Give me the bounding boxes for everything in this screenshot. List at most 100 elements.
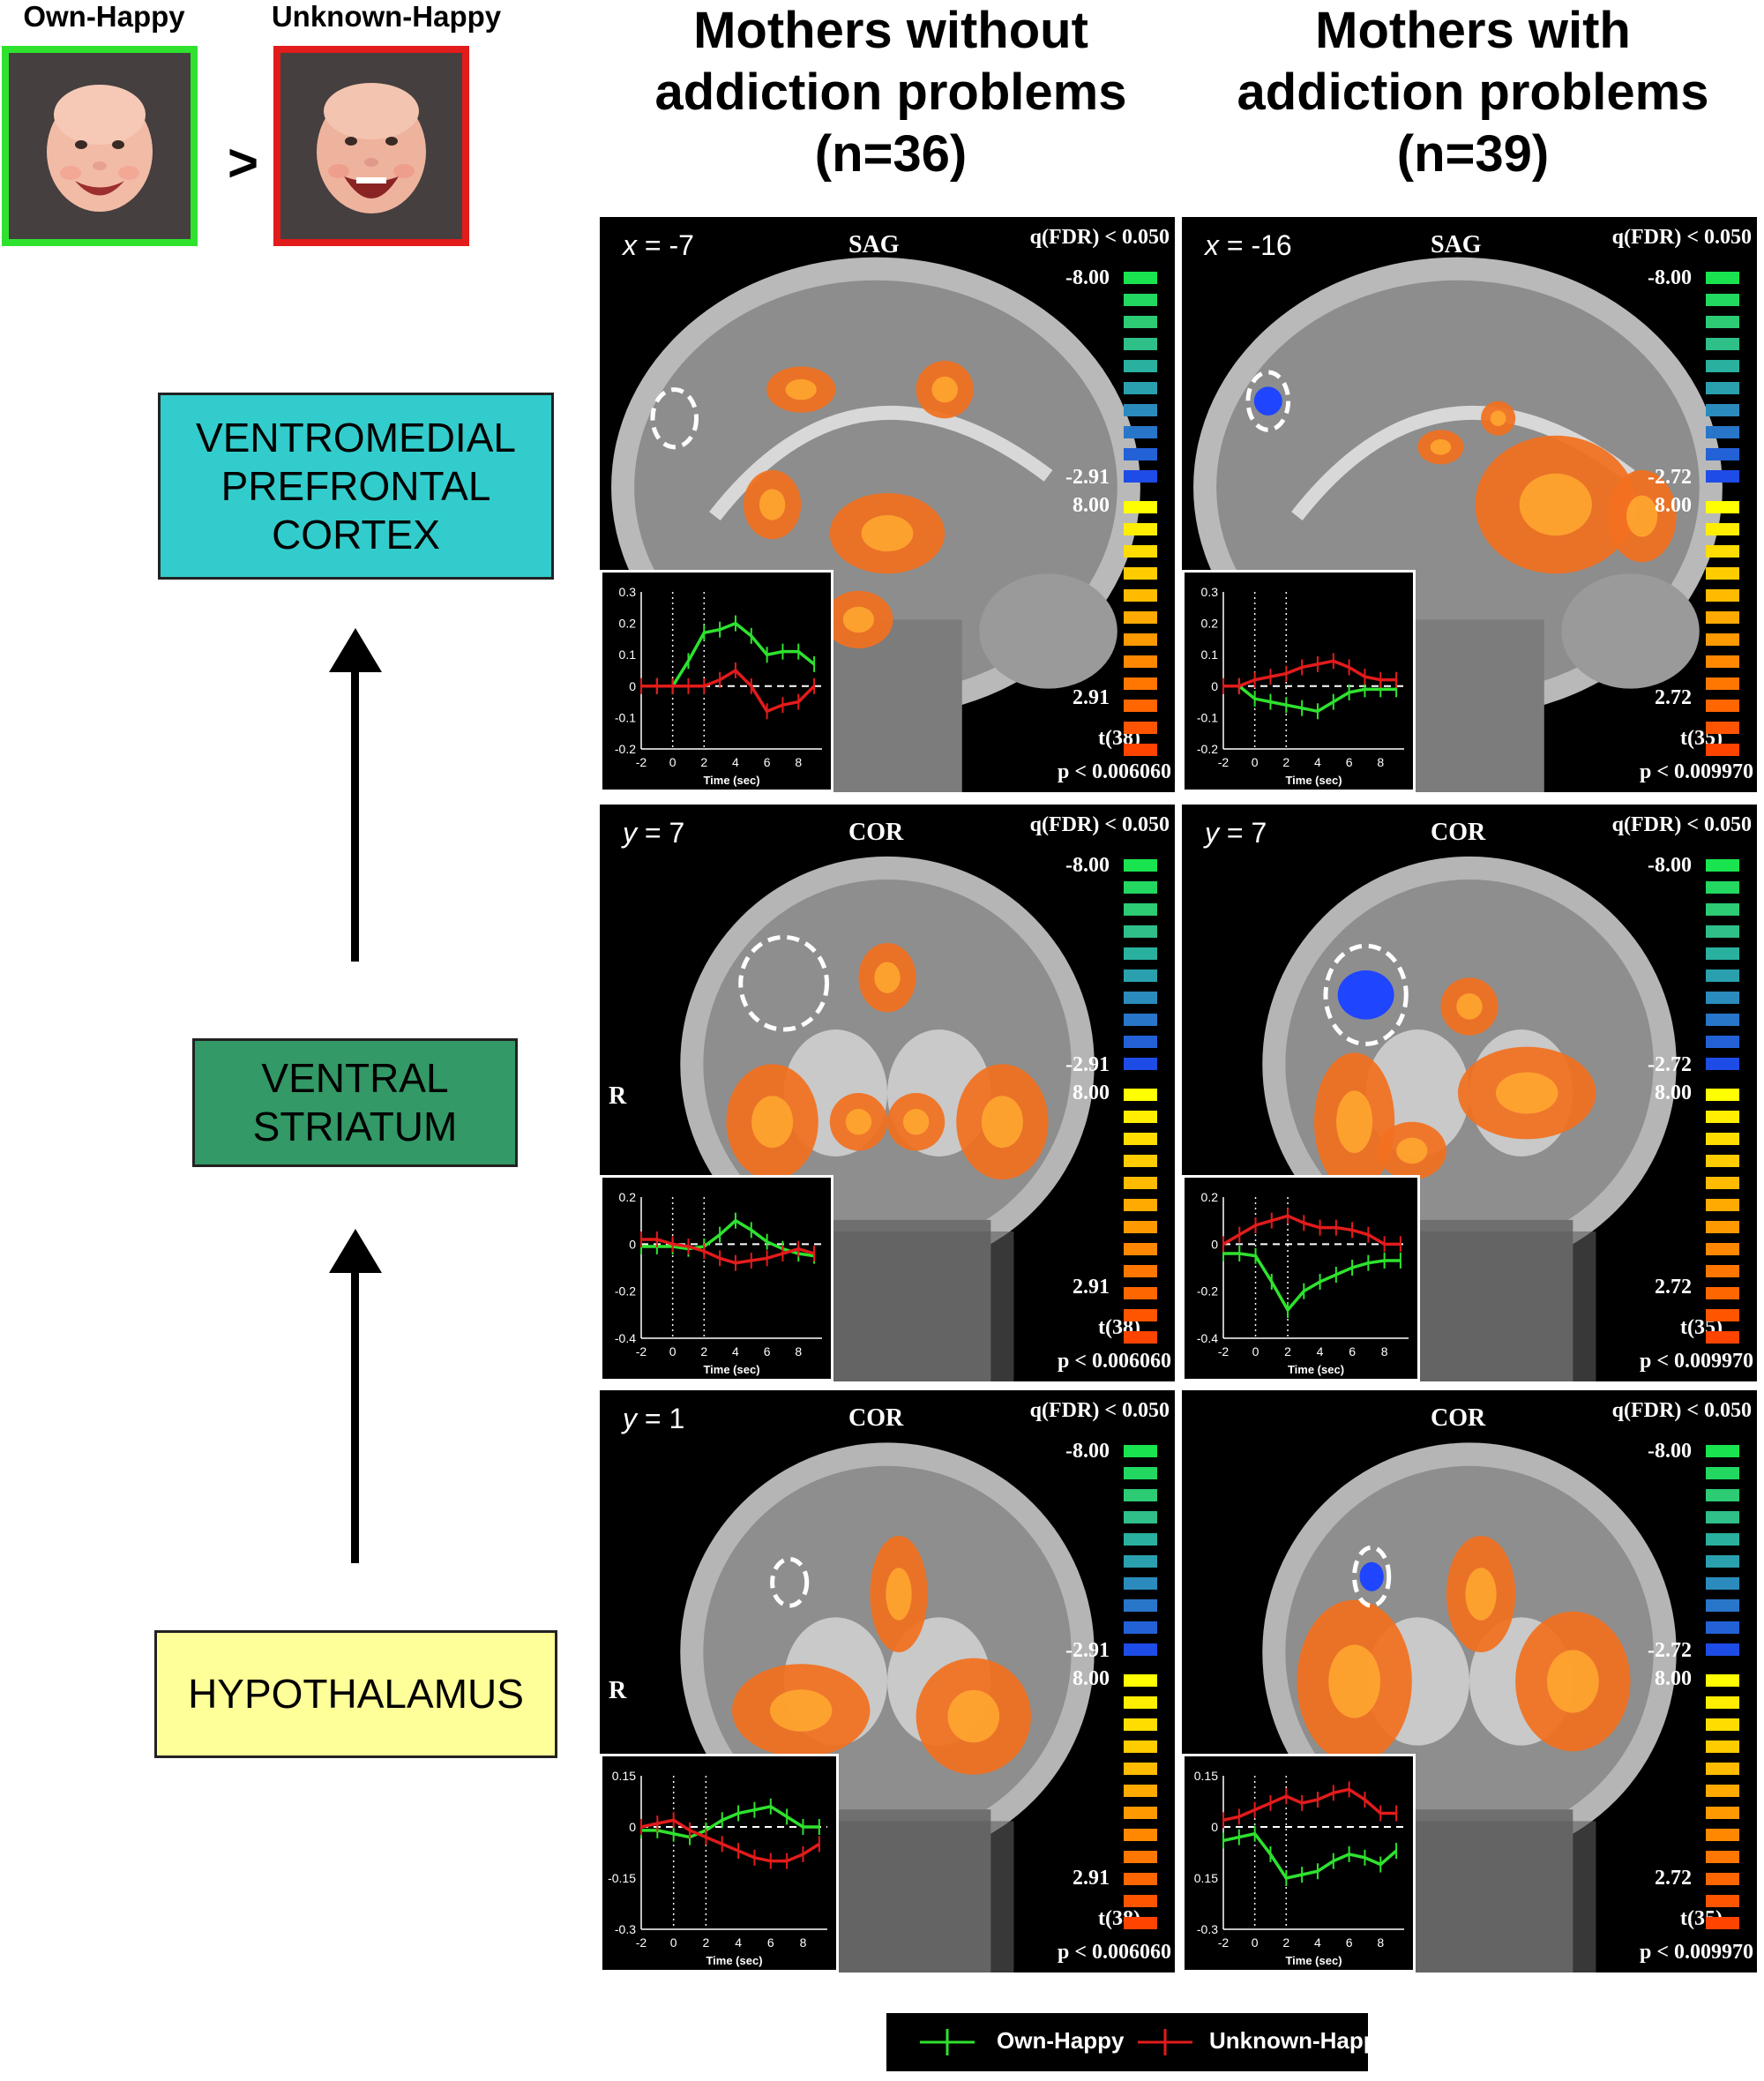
coordinate-value: = -16	[1226, 229, 1292, 261]
colorbar-swatch-positive	[1706, 1851, 1739, 1863]
colorbar-swatch-negative	[1124, 448, 1157, 460]
coordinate-value: = -7	[644, 229, 694, 261]
region-vmpfc-line2: PREFRONTAL	[220, 462, 491, 509]
y-tick-label: 0	[629, 1237, 636, 1251]
y-tick-label: 0	[1211, 679, 1218, 693]
colorbar-swatch-negative	[1706, 470, 1739, 483]
colorbar-swatch-negative	[1706, 382, 1739, 394]
colorbar-swatch-negative	[1124, 1036, 1157, 1048]
y-tick-label: 0.15	[612, 1769, 636, 1783]
colorbar-swatch-negative	[1124, 1621, 1157, 1634]
region-hyp-line1: HYPOTHALAMUS	[188, 1671, 524, 1717]
p-threshold: p < 0.006060	[1057, 1941, 1171, 1964]
y-tick-label: 0	[1211, 1237, 1218, 1251]
colorbar-swatch-positive	[1124, 1133, 1157, 1145]
view-label: SAG	[848, 231, 900, 258]
series-line-unknown-happy	[640, 1818, 820, 1863]
p-threshold: p < 0.009970	[1639, 760, 1753, 783]
x-tick-label: 2	[1282, 755, 1289, 769]
colorbar-swatch-negative	[1706, 992, 1739, 1004]
y-tick-label: 0.15	[1194, 1871, 1218, 1885]
colorbar-swatch-negative	[1706, 1489, 1739, 1501]
series-line-own-happy	[1223, 1252, 1401, 1314]
colorbar-swatch-positive	[1706, 1155, 1739, 1167]
colorbar-swatch-positive	[1124, 633, 1157, 646]
colorbar-swatch-negative	[1706, 448, 1739, 460]
x-tick-label: -2	[636, 755, 647, 769]
legend: Own-Happy Unknown-Happy	[886, 2013, 1390, 2071]
x-tick-label: 8	[795, 1344, 802, 1359]
colorbar-swatch-positive	[1706, 1785, 1739, 1797]
y-tick-label: -0.2	[1197, 1284, 1218, 1299]
colorbar-swatch-negative	[1124, 1511, 1157, 1523]
colorbar-swatch-negative	[1124, 1467, 1157, 1479]
x-axis-label: Time (sec)	[1288, 1363, 1344, 1376]
series-line-own-happy	[641, 1218, 815, 1258]
column-title-without-line1: Mothers without	[693, 2, 1088, 59]
colorbar-pos-min: 2.72	[1655, 686, 1692, 709]
colorbar	[1706, 272, 1739, 756]
x-tick-label: 2	[702, 1935, 709, 1950]
x-tick-label: 4	[732, 755, 739, 769]
colorbar-swatch-positive	[1124, 545, 1157, 558]
colorbar-swatch-negative	[1124, 382, 1157, 394]
colorbar-swatch-negative	[1706, 969, 1739, 982]
x-tick-label: 8	[795, 755, 802, 769]
colorbar-swatch-positive	[1124, 567, 1157, 580]
series-line-own-happy	[1222, 1831, 1398, 1880]
x-tick-label: 0	[670, 1935, 677, 1950]
y-tick-label: -0.2	[1197, 742, 1218, 756]
view-label: COR	[848, 1404, 904, 1432]
colorbar-swatch-positive	[1124, 1807, 1157, 1819]
colorbar-swatch-positive	[1706, 1674, 1739, 1687]
y-tick-label: 0.2	[619, 617, 637, 631]
activation-clusters	[1417, 400, 1677, 574]
colorbar-swatch-positive	[1706, 1331, 1739, 1344]
colorbar-pos-min: 2.72	[1655, 1867, 1692, 1890]
p-threshold: p < 0.009970	[1639, 1350, 1753, 1373]
colorbar-pos-max: 8.00	[1073, 1082, 1110, 1104]
y-tick-label: 0.3	[1201, 585, 1219, 599]
colorbar-swatch-positive	[1706, 1287, 1739, 1299]
unknown-happy-label: Unknown-Happy	[271, 0, 502, 33]
y-tick-label: -0.3	[1197, 1922, 1218, 1936]
p-threshold: p < 0.006060	[1057, 760, 1171, 783]
colorbar	[1124, 859, 1157, 1344]
series-line-unknown-happy	[1222, 1787, 1397, 1822]
colorbar-swatch-positive	[1706, 1309, 1739, 1321]
colorbar-swatch-positive	[1124, 1111, 1157, 1123]
colorbar	[1706, 1445, 1739, 1929]
colorbar-swatch-positive	[1706, 1917, 1739, 1929]
hemisphere-label: R	[609, 1082, 627, 1110]
slice-coordinate: y = 7	[1205, 817, 1267, 850]
colorbar-swatch-negative	[1706, 1445, 1739, 1457]
colorbar-swatch-positive	[1706, 633, 1739, 646]
x-tick-label: 8	[800, 1935, 807, 1950]
colorbar-swatch-negative	[1124, 426, 1157, 438]
colorbar-swatch-positive	[1706, 1829, 1739, 1841]
colorbar-swatch-negative	[1706, 1555, 1739, 1568]
colorbar-swatch-positive	[1124, 1221, 1157, 1233]
coordinate-value: = 7	[1226, 817, 1267, 849]
fdr-threshold: q(FDR) < 0.050	[1611, 813, 1752, 836]
colorbar-pos-min: 2.72	[1655, 1276, 1692, 1299]
x-tick-label: 6	[1346, 755, 1353, 769]
colorbar-swatch-positive	[1706, 611, 1739, 624]
colorbar	[1124, 1445, 1157, 1929]
series-line-unknown-happy	[641, 1238, 815, 1265]
colorbar-swatch-positive	[1124, 1287, 1157, 1299]
y-tick-label: -0.4	[615, 1331, 636, 1345]
x-tick-label: 4	[732, 1344, 739, 1359]
column-title-with-line3: (n=39)	[1396, 125, 1550, 183]
y-tick-label: 0	[629, 1820, 636, 1834]
colorbar-swatch-negative	[1706, 1058, 1739, 1070]
view-label: COR	[1431, 1404, 1486, 1432]
series-line-unknown-happy	[1223, 659, 1397, 688]
x-tick-label: -2	[1218, 755, 1230, 769]
slice-coordinate: y = 1	[623, 1403, 684, 1435]
colorbar-swatch-positive	[1706, 1807, 1739, 1819]
colorbar-swatch-positive	[1706, 1199, 1739, 1211]
colorbar-swatch-negative	[1124, 947, 1157, 960]
